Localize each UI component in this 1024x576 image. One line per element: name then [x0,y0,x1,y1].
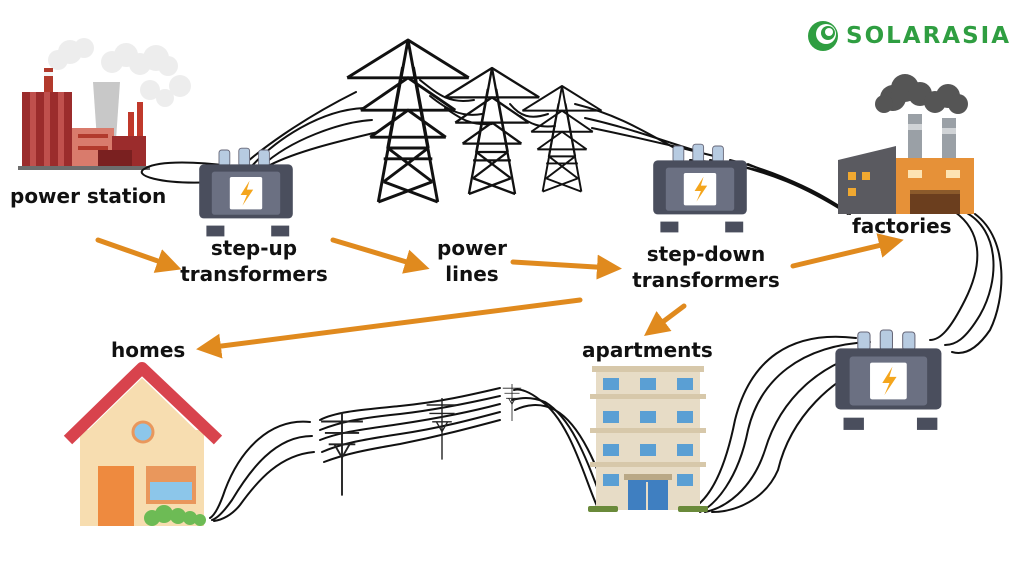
arrow-stepup-to-lines [330,237,430,274]
utility-pole-icon [320,411,364,497]
transmission-tower-icon [443,66,541,196]
arrow-lines-to-stepdown [510,254,622,280]
arrow-station-to-stepup [95,237,182,273]
transformer-icon [652,143,748,233]
arrow-stepdown-to-homes [196,297,583,359]
label-power-station: power station [10,184,167,208]
flow-arrows [95,233,904,359]
label-factories: factories [852,214,952,238]
transmission-tower-icon [521,85,603,193]
label-apartments: apartments [582,338,713,362]
label-step-down-transformers: step-down transformers [632,242,780,292]
brand-name: SOLARASIA [846,23,1012,49]
label-power-lines: power lines [437,236,507,286]
arrow-stepdown-to-factories [790,233,904,269]
arrow-stepdown-to-apartments [644,303,687,336]
factory-icon [838,74,974,214]
label-step-up-transformers: step-up transformers [180,236,328,286]
solarasia-logo-icon [808,21,838,51]
house-icon [63,362,223,526]
power-station-icon [18,38,191,170]
apartment-building-icon [588,366,708,512]
brand-logo: SOLARASIA [806,16,1011,56]
label-homes: homes [111,338,186,362]
transformer-icon [834,329,942,431]
